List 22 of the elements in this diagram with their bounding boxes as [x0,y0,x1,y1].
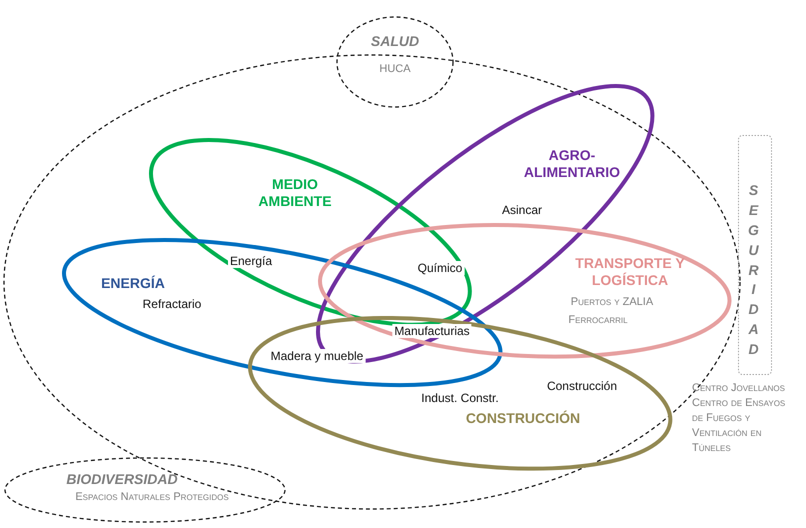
member-label: Indust. Constr. [421,390,499,406]
member-label: Refractario [142,296,202,312]
overlap-label: Madera y mueble [268,349,366,364]
member-label: Construcción [546,378,617,394]
facility-label: Centro Jovellanos [692,381,786,396]
sector-label: CONSTRUCCIÓN [466,410,580,427]
member-label: HUCA [379,63,411,76]
overlap-label: Manufacturias [392,324,472,338]
overlap-label: Químico [416,261,464,276]
member-label: Asincar [502,202,542,218]
sector-label: TRANSPORTE Y LOGÍSTICA [574,254,686,289]
sector-label: SALUD [370,33,420,50]
member-label: Puertos y ZALIA [570,296,654,310]
sector-label: SEGURIDAD [748,181,759,359]
sector-label: ENERGÍA [101,274,165,292]
sector-label: BIODIVERSIDAD [66,471,178,488]
facility-label: Centro de Ensayos de Fuegos y Ventilación en Túneles [692,396,786,456]
member-label: Espacios Naturales Protegidos [75,491,229,504]
sector-label: AGRO- ALIMENTARIO [522,146,622,181]
sector-label: MEDIO AMBIENTE [257,176,333,210]
overlap-label: Energía [228,254,274,268]
member-label: Ferrocarril [568,314,628,328]
